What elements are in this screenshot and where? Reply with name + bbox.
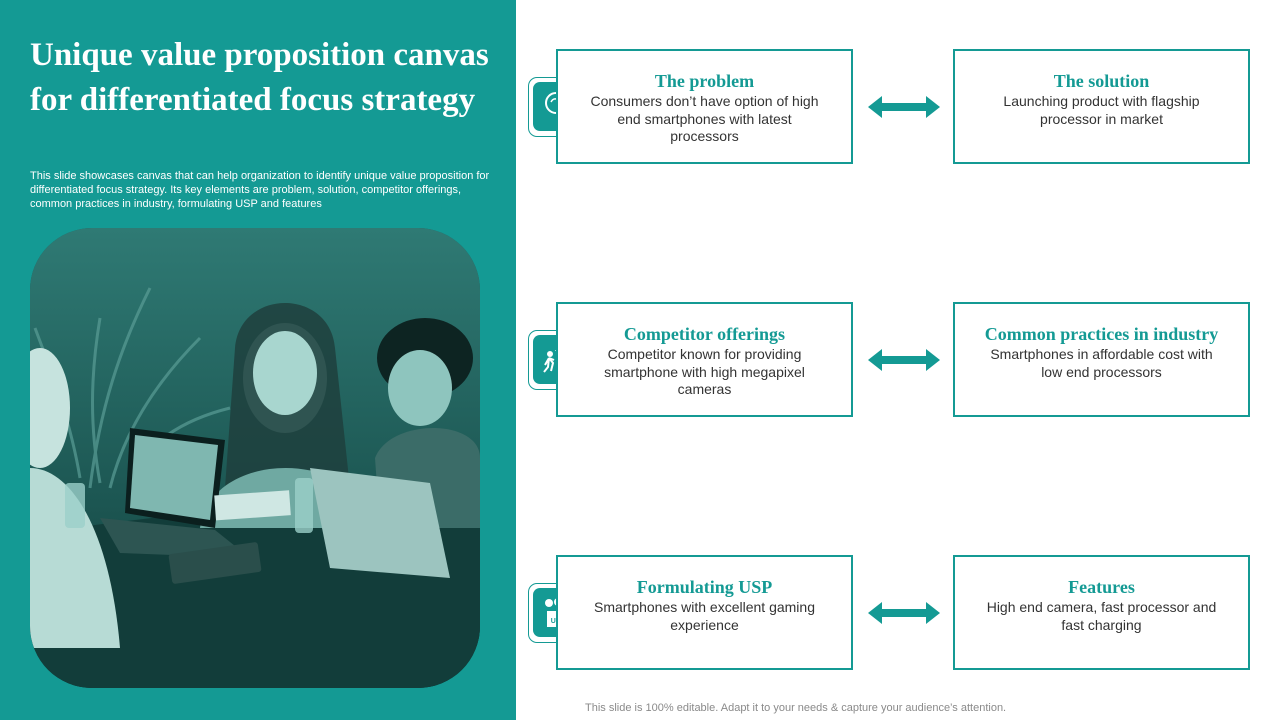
double-arrow-icon [866,94,942,120]
page-title: Unique value proposition canvas for diff… [30,33,500,123]
team-photo [30,228,480,688]
footer-note: This slide is 100% editable. Adapt it to… [585,702,1006,714]
competitor-offerings-title: Competitor offerings [558,324,851,344]
solution-card: The solution Launching product with flag… [953,49,1250,164]
solution-card-title: The solution [955,71,1248,91]
page-description: This slide showcases canvas that can hel… [30,169,490,211]
double-arrow-icon [866,600,942,626]
problem-card-text: Consumers don’t have option of high end … [590,93,820,146]
problem-card: The problem Consumers don’t have option … [556,49,853,164]
common-practices-card: Common practices in industry Smartphones… [953,302,1250,417]
competitor-offerings-card: Competitor offerings Competitor known fo… [556,302,853,417]
features-card-title: Features [955,577,1248,597]
features-card-text: High end camera, fast processor and fast… [987,599,1217,634]
formulating-usp-card: Formulating USP Smartphones with excelle… [556,555,853,670]
common-practices-text: Smartphones in affordable cost with low … [987,346,1217,381]
features-card: Features High end camera, fast processor… [953,555,1250,670]
solution-card-text: Launching product with flagship processo… [987,93,1217,128]
formulating-usp-text: Smartphones with excellent gaming experi… [590,599,820,634]
competitor-offerings-text: Competitor known for providing smartphon… [590,346,820,399]
left-panel: Unique value proposition canvas for diff… [0,0,516,720]
common-practices-title: Common practices in industry [955,324,1248,344]
formulating-usp-title: Formulating USP [558,577,851,597]
double-arrow-icon [866,347,942,373]
problem-card-title: The problem [558,71,851,91]
